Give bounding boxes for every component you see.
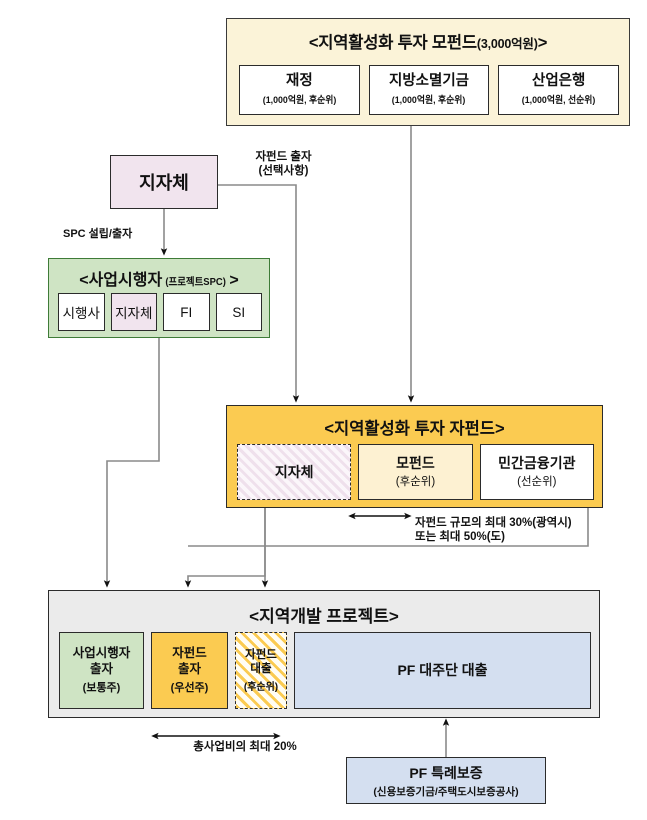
caption-sub-fund-scale: 자펀드 규모의 최대 30%(광역시) 또는 최대 50%(도) <box>415 517 572 544</box>
spc-member-developer: 시행사 <box>58 293 105 331</box>
sub-fund-investor-mother-fund: 모펀드 (후순위) <box>358 444 473 500</box>
caption-total-project-cost: 총사업비의 최대 20% <box>193 741 297 753</box>
capital-detail: (보통주) <box>82 682 121 695</box>
source-detail: (1,000억원, 후순위) <box>262 94 337 106</box>
capital-name: 자펀드 출자 <box>172 645 207 676</box>
investor-name: 모펀드 <box>396 455 435 472</box>
spc-title-close: > <box>229 272 239 289</box>
project-capital-stack: 사업시행자 출자 (보통주) 자펀드 출자 (우선주) 자펀드 대출 (후순위)… <box>59 632 591 709</box>
mother-fund-source-budget: 재정 (1,000억원, 후순위) <box>239 65 360 115</box>
sub-fund-investor-local-gov: 지자체 <box>237 444 352 500</box>
spc-member-fi: FI <box>163 293 210 331</box>
capital-name: 사업시행자 출자 <box>72 645 131 676</box>
mother-fund-box: <지역활성화 투자 모펀드(3,000억원)> 재정 (1,000억원, 후순위… <box>226 18 630 126</box>
project-title: <지역개발 프로젝트> <box>249 607 399 626</box>
pf-guarantee-detail: (신용보증기금/주택도시보증공사) <box>373 785 519 798</box>
mother-fund-title-amount: (3,000억원) <box>476 37 538 51</box>
pf-special-guarantee-box: PF 특례보증 (신용보증기금/주택도시보증공사) <box>346 757 546 804</box>
capital-name: PF 대주단 대출 <box>397 661 488 678</box>
spc-title: <사업시행자(프로젝트SPC)> <box>49 266 269 290</box>
regional-development-project-box: <지역개발 프로젝트> 사업시행자 출자 (보통주) 자펀드 출자 (우선주) … <box>48 590 600 718</box>
mother-fund-source-kdb: 산업은행 (1,000억원, 선순위) <box>498 65 620 115</box>
spc-title-sub: (프로젝트SPC) <box>165 276 227 288</box>
sub-fund-box: <지역활성화 투자 자펀드> 지자체 모펀드 (후순위) 민간금융기관 (선순위… <box>226 405 603 508</box>
investor-name: 지자체 <box>274 463 314 480</box>
source-name: 산업은행 <box>531 73 586 90</box>
investor-name: 민간금융기관 <box>498 455 576 472</box>
project-capital-subfund-loan: 자펀드 대출 (후순위) <box>235 632 287 709</box>
caption-spc-establish: SPC 설립/출자 <box>63 228 133 240</box>
mother-fund-title-close: > <box>537 34 548 52</box>
project-capital-pf-syndicated-loan: PF 대주단 대출 <box>294 632 591 709</box>
mother-fund-source-depopulation-fund: 지방소멸기금 (1,000억원, 후순위) <box>368 65 490 115</box>
capital-detail: (후순위) <box>243 682 279 694</box>
spc-member-local-gov: 지자체 <box>110 293 157 331</box>
local-government-box: 지자체 <box>110 155 218 209</box>
spc-member-si: SI <box>215 293 262 331</box>
capital-name: 자펀드 대출 <box>245 648 277 675</box>
investor-detail: (선순위) <box>517 475 557 488</box>
mother-fund-title-main: <지역활성화 투자 모펀드 <box>308 34 477 52</box>
capital-detail: (우선주) <box>170 682 209 695</box>
investor-detail: (후순위) <box>395 475 436 488</box>
source-name: 지방소멸기금 <box>388 73 470 90</box>
pf-guarantee-title: PF 특례보증 <box>409 764 483 781</box>
caption-sub-fund-contribution: 자펀드 출자 (선택사항) <box>255 151 312 178</box>
project-capital-subfund-equity: 자펀드 출자 (우선주) <box>151 632 228 709</box>
local-government-label: 지자체 <box>139 173 189 193</box>
mother-fund-sources: 재정 (1,000억원, 후순위) 지방소멸기금 (1,000억원, 후순위) … <box>239 65 620 115</box>
sub-fund-investors: 지자체 모펀드 (후순위) 민간금융기관 (선순위) <box>237 444 594 500</box>
project-spc-box: <사업시행자(프로젝트SPC)> 시행사 지자체 FI SI <box>48 258 270 338</box>
mother-fund-title: <지역활성화 투자 모펀드(3,000억원)> <box>227 29 629 53</box>
source-name: 재정 <box>285 73 313 90</box>
source-detail: (1,000억원, 후순위) <box>392 94 466 106</box>
sub-fund-title: <지역활성화 투자 자펀드> <box>324 420 505 438</box>
spc-members: 시행사 지자체 FI SI <box>58 293 262 331</box>
spc-title-main: <사업시행자 <box>79 272 163 289</box>
source-detail: (1,000억원, 선순위) <box>521 94 596 106</box>
sub-fund-investor-private-fi: 민간금융기관 (선순위) <box>479 444 594 500</box>
project-capital-spc-equity: 사업시행자 출자 (보통주) <box>59 632 144 709</box>
